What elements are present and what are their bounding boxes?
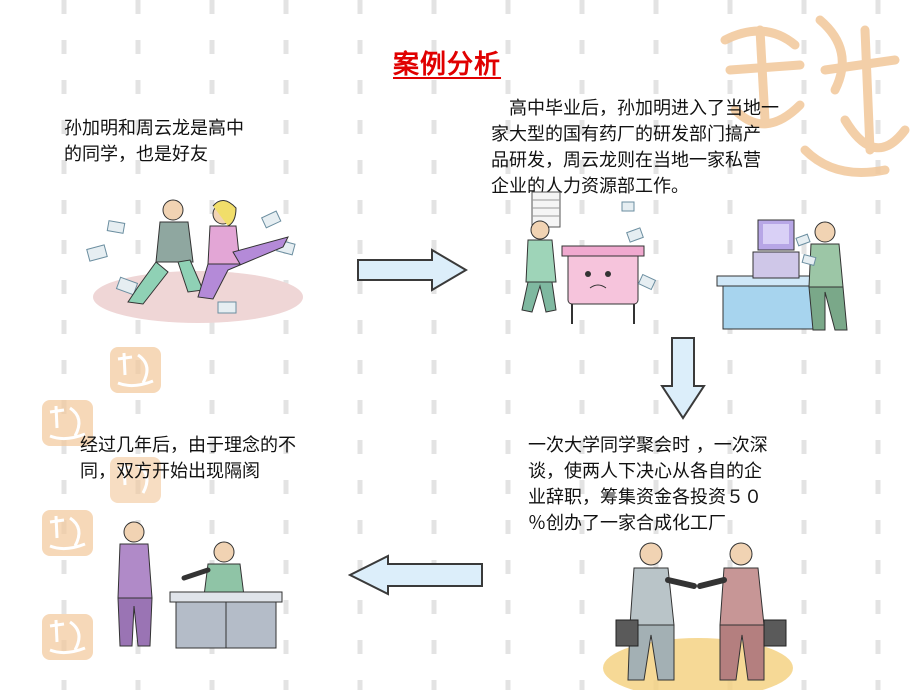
desk-conversation-illustration <box>117 521 283 649</box>
arrow-right-icon <box>357 248 468 292</box>
arrow-down-icon <box>660 337 706 420</box>
story-text-conflict: 经过几年后，由于理念的不 同，双方开始出现隔阂 <box>80 435 296 482</box>
handshake-illustration <box>603 542 793 690</box>
page-title: 案例分析 <box>393 50 502 80</box>
hr-worker-computer-illustration <box>716 219 848 331</box>
decorative-seal-icon <box>42 614 93 660</box>
decorative-seal-icon <box>42 400 93 446</box>
story-text-partnership: 一次大学同学聚会时 ，一次深 谈，使两人下决心从各自的企 业辞职，筹集资金各投资… <box>528 435 768 534</box>
decorative-seal-icon <box>110 457 161 503</box>
office-worker-copier-illustration <box>521 191 657 324</box>
story-text-friends: 孙加明和周云龙是高中 的同学，也是好友 <box>64 118 244 165</box>
arrow-left-icon <box>348 554 483 596</box>
decorative-seal-icon <box>720 15 910 177</box>
two-friends-sitting-illustration <box>86 199 303 323</box>
decorative-seal-icon <box>42 510 93 556</box>
decorative-seal-icon <box>110 347 161 393</box>
